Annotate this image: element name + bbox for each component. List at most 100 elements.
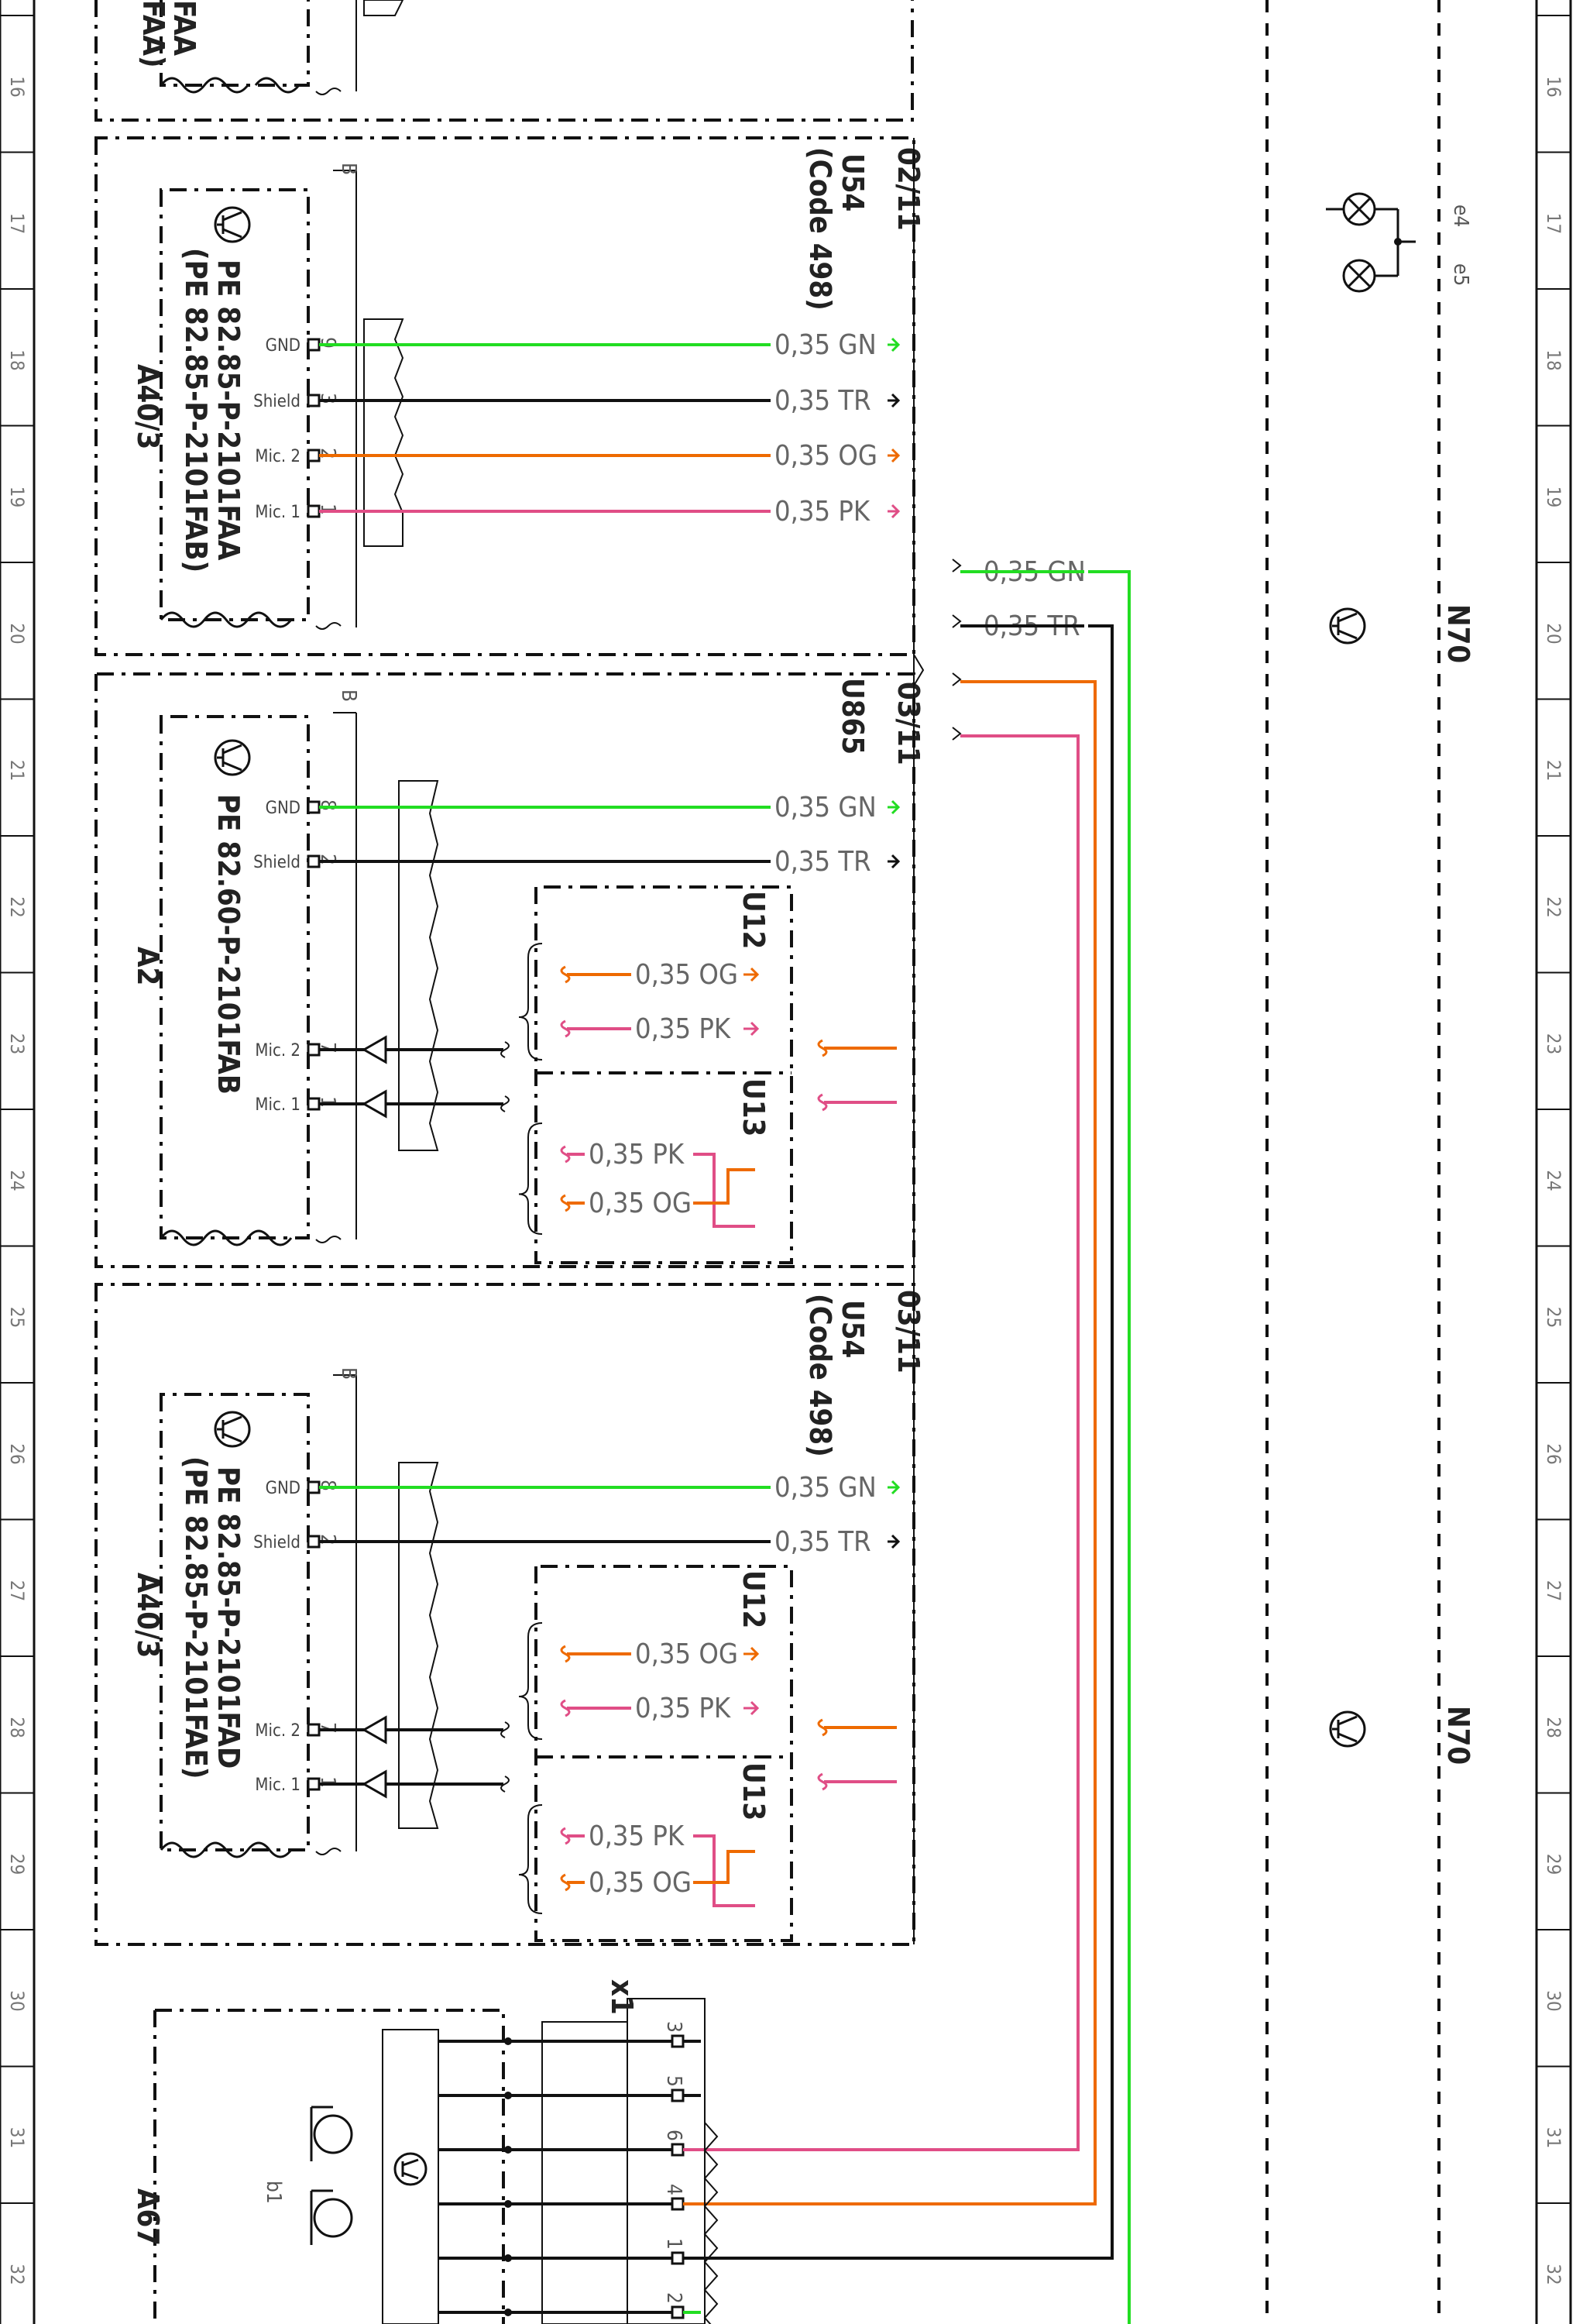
u12-label: U12	[737, 1570, 771, 1628]
wire-label: 0,35 TR	[774, 385, 871, 417]
wire-arrow	[743, 1021, 760, 1037]
ruler-number: 21	[6, 760, 28, 781]
wire-break	[500, 1095, 510, 1112]
wire-break	[817, 1093, 828, 1112]
wire-break	[560, 1873, 571, 1892]
brace	[518, 943, 543, 1061]
x1-label: x1	[605, 1979, 639, 2015]
ruler-number: 23	[1543, 1033, 1564, 1054]
wire-label: 0,35 PK	[774, 496, 870, 528]
ruler-number: 26	[6, 1443, 28, 1464]
wire-break	[560, 1194, 571, 1212]
pin-label: GND	[266, 799, 300, 818]
ruler-number: 32	[6, 2264, 28, 2284]
ruler-number: 26	[1543, 1443, 1564, 1464]
wire-label: 0,35 OG	[635, 1638, 738, 1670]
wire-arrow	[743, 967, 760, 982]
ruler-number: 17	[1543, 213, 1564, 234]
ruler-number: 28	[1543, 1717, 1564, 1738]
b-label: B	[337, 163, 360, 175]
wire-label: 0,35 OG	[589, 1867, 692, 1899]
ruler-number: 25	[1543, 1307, 1564, 1328]
ruler-number: 18	[1543, 349, 1564, 370]
wire-break	[817, 1039, 828, 1057]
ruler-number: 20	[1543, 623, 1564, 644]
ruler-number: 24	[1543, 1170, 1564, 1191]
wire-break	[500, 1776, 510, 1793]
pin-terminal	[307, 1043, 321, 1057]
junction-dot	[504, 2309, 512, 2316]
harness: 0,35 GN 0,35 TR	[682, 556, 1131, 2324]
bus-bracket	[913, 138, 925, 1944]
ruler-number: 27	[6, 1580, 28, 1601]
page-reference: 02/11	[891, 147, 925, 231]
shield-triangle-icon	[361, 1769, 387, 1799]
u13-label: U13	[737, 1078, 771, 1136]
pin-terminal	[671, 2251, 685, 2265]
ruler-number: 25	[6, 1307, 28, 1328]
ruler-number: 16	[1543, 76, 1564, 97]
ruler-number: 20	[6, 623, 28, 644]
pin-label: GND	[266, 1479, 300, 1498]
pe-reference: PE 82.85-P-2101FAA	[211, 260, 246, 561]
pin-terminal	[307, 1535, 321, 1549]
partial-module: FAA FAA)	[94, 0, 914, 122]
transistor-icon	[1329, 607, 1366, 645]
pin-label: GND	[266, 336, 300, 356]
a67-pin-number: 3	[662, 2021, 685, 2033]
ruler-number: 17	[6, 213, 28, 234]
wire-arrow	[888, 799, 901, 815]
wire-arrow	[743, 1700, 760, 1716]
wire	[693, 1168, 755, 1205]
wire-label: 0,35 OG	[635, 959, 738, 991]
ruler-number: 27	[1543, 1580, 1564, 1601]
wire	[693, 1850, 755, 1884]
ruler-number: 30	[1543, 1990, 1564, 2011]
e4-label: e4	[1449, 205, 1472, 227]
module-option-code: (Code 498)	[803, 147, 837, 311]
pin-terminal	[307, 504, 321, 518]
component-name: A40/3	[131, 364, 165, 449]
pin-terminal	[671, 2197, 685, 2211]
wire-break	[817, 1772, 828, 1791]
wire-label: 0,35 GN	[774, 1472, 877, 1504]
u12-label: U12	[737, 891, 771, 949]
transistor-icon	[214, 206, 251, 243]
wire-label: 0,35 PK	[635, 1013, 731, 1045]
component-name: A40/3	[131, 1573, 165, 1658]
wire-arrow	[888, 854, 901, 869]
ruler-number: 22	[6, 896, 28, 917]
pin-label: Mic. 2	[255, 1041, 300, 1061]
ruler-number: 31	[6, 2127, 28, 2148]
junction-dot	[504, 2092, 512, 2099]
pin-label: Shield	[253, 1533, 300, 1552]
pin-terminal	[307, 1777, 321, 1791]
wire	[693, 1153, 755, 1228]
pin-label: Mic. 2	[255, 1721, 300, 1741]
b-label: B	[337, 689, 360, 702]
wire-label: 0,35 GN	[774, 329, 877, 361]
brace	[518, 1622, 543, 1740]
brace	[518, 1804, 543, 1914]
pin-terminal	[307, 338, 321, 352]
pe-reference-alt: (PE 82.85-P-2101FAB)	[179, 248, 213, 572]
wire-label: 0,35 TR	[774, 1526, 871, 1558]
wire-arrow	[888, 1480, 901, 1495]
pin-terminal	[671, 2089, 685, 2102]
partial-line-2: FAA)	[136, 0, 170, 68]
a67-pin-number: 6	[662, 2130, 685, 2141]
wire-break	[560, 1827, 571, 1845]
lamp-e5-icon	[1342, 259, 1398, 293]
ruler-number: 16	[6, 76, 28, 97]
ruler-number: 23	[6, 1033, 28, 1054]
component-name: A67	[131, 2188, 165, 2246]
partial-line-1: FAA	[167, 0, 201, 56]
module-u54-top: B PE 82.85-P-2101FAA (PE 82.85-P-2101FAB…	[94, 136, 925, 656]
ruler-number: 18	[6, 349, 28, 370]
pin-terminal	[671, 2143, 685, 2157]
pe-reference-alt: (PE 82.85-P-2101FAE)	[179, 1456, 213, 1779]
